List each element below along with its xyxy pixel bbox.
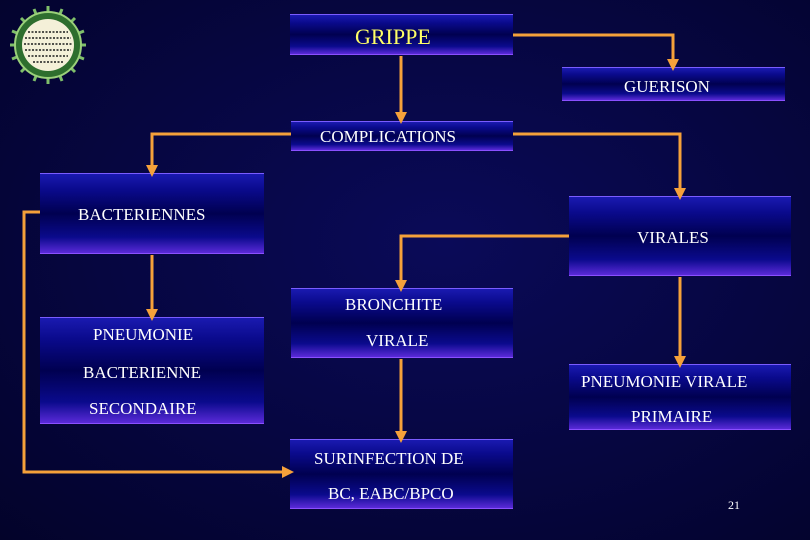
label-bronchite-line1: BRONCHITE	[345, 295, 443, 314]
label-pneumonie-bact-line3: SECONDAIRE	[89, 399, 197, 418]
label-bacteriennes: BACTERIENNES	[78, 205, 206, 224]
box-guerison	[562, 67, 785, 101]
box-virales	[569, 196, 791, 276]
label-surinfection-line2: BC, EABC/BPCO	[328, 484, 454, 503]
virus-icon	[10, 6, 86, 84]
box-grippe	[290, 14, 513, 55]
box-bacteriennes	[40, 173, 264, 254]
page-number: 21	[728, 498, 740, 512]
label-guerison: GUERISON	[624, 77, 710, 96]
label-pneumonie-bact-line2: BACTERIENNE	[83, 363, 202, 382]
label-pneumonie-bact-line1: PNEUMONIE	[93, 325, 194, 344]
label-surinfection-line1: SURINFECTION DE	[314, 449, 464, 468]
arrow-complications-virales	[513, 132, 686, 200]
label-complications: COMPLICATIONS	[320, 127, 457, 146]
box-pneumonie-virale	[569, 364, 791, 430]
label-virales: VIRALES	[637, 228, 709, 247]
label-pneumonie-virale-line2: PRIMAIRE	[631, 407, 713, 426]
arrow-bacteriennes-surinfection	[22, 210, 294, 478]
arrow-complications-bacteriennes	[146, 132, 291, 177]
label-grippe: GRIPPE	[355, 24, 431, 49]
label-bronchite-line2: VIRALE	[366, 331, 429, 350]
arrow-virales-bronchite	[395, 234, 569, 292]
label-pneumonie-virale-line1: PNEUMONIE VIRALE	[581, 372, 748, 391]
arrow-grippe-guerison	[513, 33, 679, 71]
